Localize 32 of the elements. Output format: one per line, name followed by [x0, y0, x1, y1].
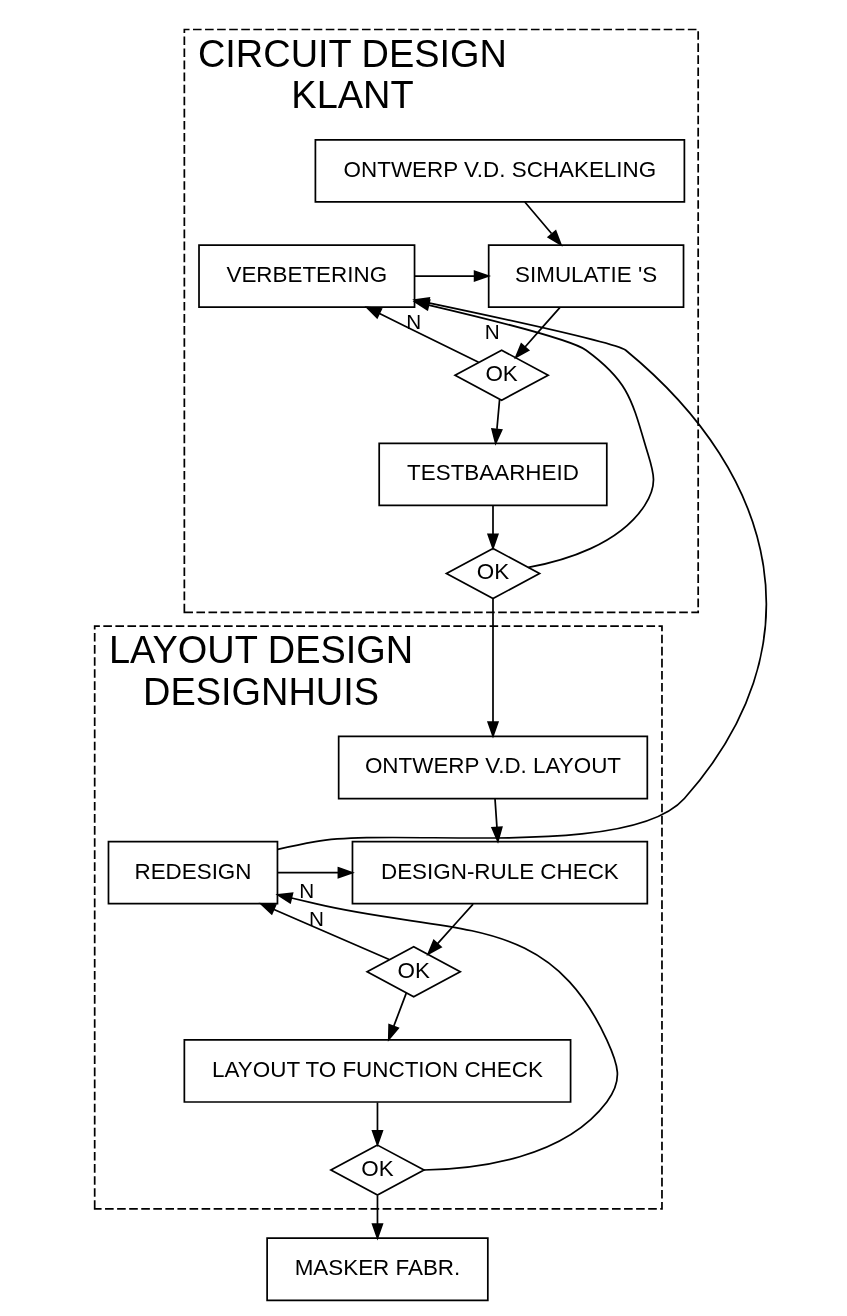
node-diamond: OK [444, 547, 541, 600]
edge-label: N [405, 309, 421, 333]
node-box: SIMULATIE 'S [487, 244, 684, 308]
node-diamond: OK [328, 1144, 426, 1197]
arrow [523, 201, 563, 247]
arrow [274, 892, 618, 1171]
arrow [513, 306, 561, 360]
node-box: REDESIGN [107, 840, 278, 905]
node-diamond: OK [452, 349, 550, 402]
node-diamond: OK [364, 945, 462, 998]
node-box: ONTWERP V.D. LAYOUT [337, 735, 648, 800]
node-box: ONTWERP V.D. SCHAKELING [314, 139, 685, 203]
node-box: LAYOUT TO FUNCTION CHECK [183, 1039, 571, 1103]
arrow [425, 903, 474, 956]
arrow [490, 398, 503, 446]
node-box: TESTBAARHEID [377, 442, 608, 507]
edge-label: N [484, 320, 500, 344]
node-box: MASKER FABR. [265, 1237, 489, 1302]
edge-label: N [298, 878, 314, 902]
arrow [413, 270, 491, 283]
node-box: VERBETERING [197, 244, 415, 308]
edge-label: N [308, 906, 324, 930]
arrow [486, 597, 499, 739]
arrow [364, 306, 479, 364]
arrow [486, 505, 499, 551]
arrow [370, 1194, 383, 1241]
arrow [258, 902, 390, 961]
arrow [370, 1101, 383, 1148]
node-box: DESIGN-RULE CHECK [351, 840, 648, 905]
arrow [490, 797, 503, 844]
arrow [276, 866, 355, 879]
arrow [387, 992, 407, 1042]
